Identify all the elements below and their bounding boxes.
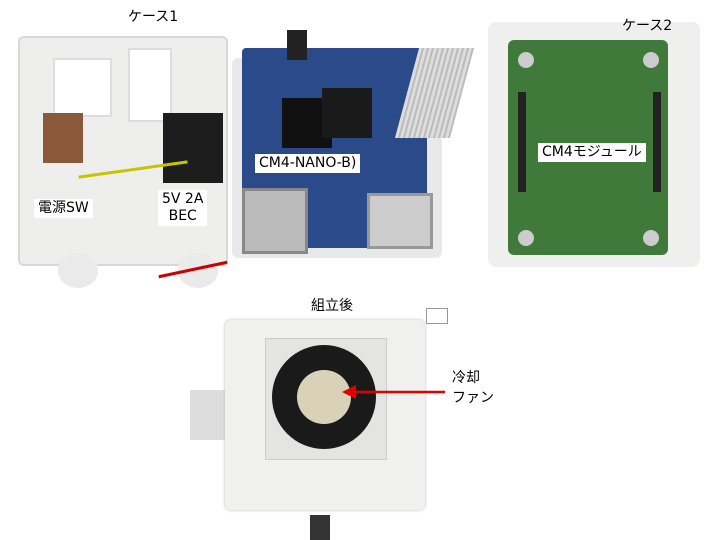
case1-photo xyxy=(18,28,233,290)
fan-line2: ファン xyxy=(452,390,494,406)
board-label: CM4-NANO-B) xyxy=(255,154,361,173)
bec-line1: 5V 2A xyxy=(162,191,204,207)
case1-label: ケース1 xyxy=(128,9,179,25)
bec-line2: BEC xyxy=(168,208,197,224)
fan-label: 冷却 ファン xyxy=(452,368,494,408)
arrow-icon xyxy=(342,385,445,399)
module-label: CM4モジュール xyxy=(538,143,646,162)
fan-line1: 冷却 xyxy=(452,370,480,386)
bec-label: 5V 2A BEC xyxy=(158,190,208,226)
case2-label: ケース2 xyxy=(622,18,673,34)
board-photo xyxy=(232,18,475,263)
assembled-label: 組立後 xyxy=(311,298,353,314)
power-sw-label: 電源SW xyxy=(34,199,93,218)
assembled-photo xyxy=(190,300,452,540)
